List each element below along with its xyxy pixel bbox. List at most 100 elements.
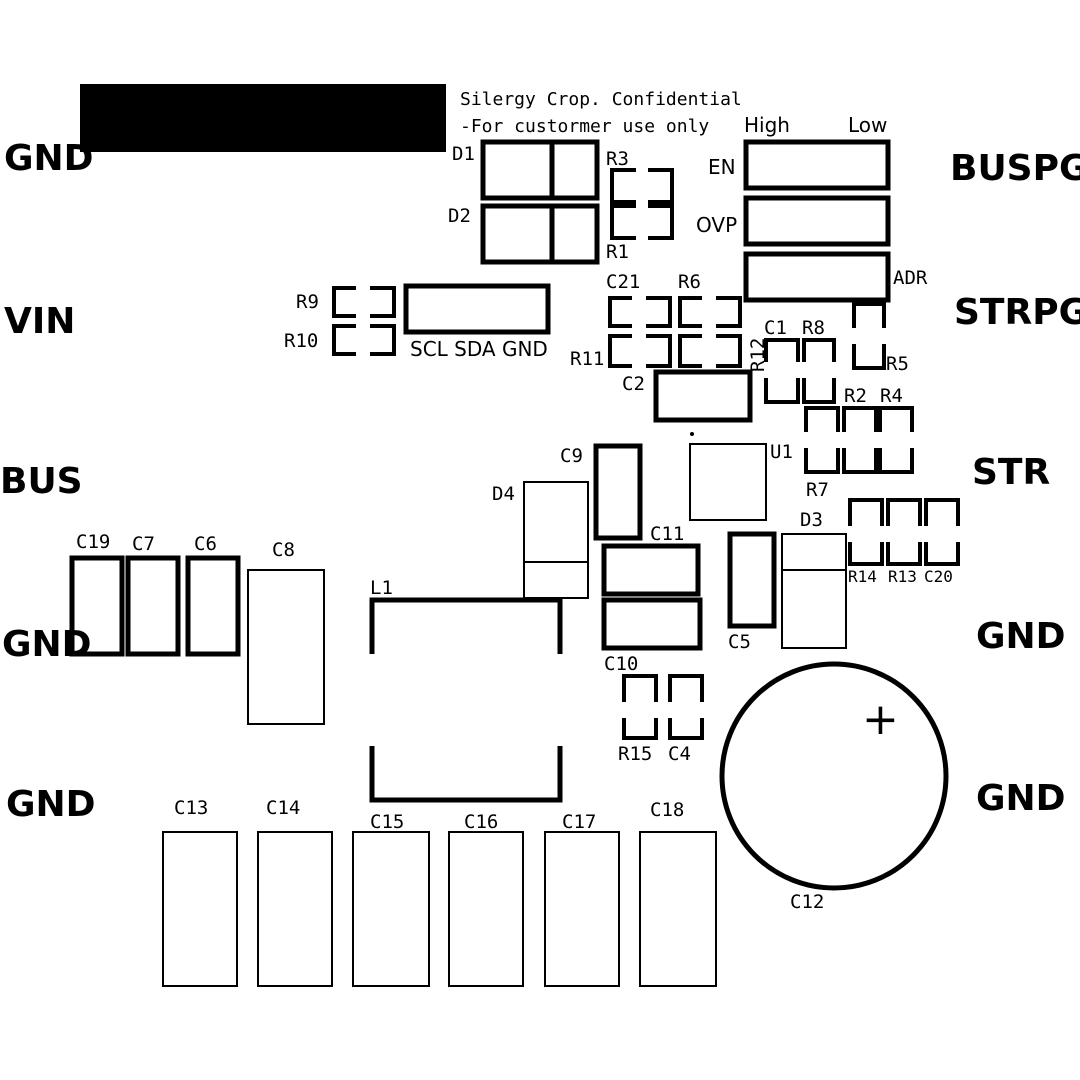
ref-c5: C5 — [728, 631, 751, 653]
jumper-ovp-label: OVP — [696, 213, 737, 237]
resistor-r1 — [610, 204, 674, 240]
terminal-gnd-left-2: GND — [2, 624, 92, 665]
resistor-r14 — [848, 498, 884, 566]
confidential-notice: Silergy Crop. Confidential — [460, 89, 742, 110]
ref-r9: R9 — [296, 291, 319, 313]
ref-r6: R6 — [678, 271, 701, 293]
jumper-ovp — [743, 195, 891, 247]
diode-d1 — [480, 139, 600, 201]
ref-r12: R12 — [747, 338, 769, 372]
resistor-r13 — [886, 498, 922, 566]
ref-d1: D1 — [452, 143, 475, 165]
jumper-en — [743, 139, 891, 191]
ref-r8: R8 — [802, 317, 825, 339]
capacitor-c16 — [448, 831, 524, 987]
jumper-adr — [743, 251, 891, 303]
terminal-gnd-left-3: GND — [6, 784, 96, 825]
terminal-bus: BUS — [0, 461, 83, 502]
resistor-r9 — [332, 286, 396, 318]
resistor-r7 — [804, 406, 840, 474]
ref-c15: C15 — [370, 811, 404, 833]
logo-block — [80, 84, 446, 152]
customer-notice: -For custormer use only — [460, 116, 709, 137]
ref-l1: L1 — [370, 577, 393, 599]
capacitor-c1 — [764, 338, 800, 404]
capacitor-c12 — [719, 661, 949, 891]
ref-r13: R13 — [888, 567, 917, 586]
capacitor-c18 — [639, 831, 717, 987]
terminal-gnd-right-1: GND — [976, 616, 1066, 657]
c12-plus-sign: + — [862, 694, 899, 745]
capacitor-c4 — [668, 674, 704, 740]
capacitor-c7 — [125, 555, 181, 657]
resistor-r6 — [678, 296, 742, 328]
ref-c19: C19 — [76, 531, 110, 553]
ref-c21: C21 — [606, 271, 640, 293]
capacitor-c19 — [69, 555, 125, 657]
jumper-low-label: Low — [848, 113, 887, 137]
terminal-gnd-left-1: GND — [4, 138, 94, 179]
ref-c6: C6 — [194, 533, 217, 555]
ref-c12: C12 — [790, 891, 824, 913]
ref-r10: R10 — [284, 330, 318, 352]
capacitor-c6 — [185, 555, 241, 657]
capacitor-c10 — [601, 597, 703, 651]
terminal-gnd-right-2: GND — [976, 778, 1066, 819]
ref-c14: C14 — [266, 797, 300, 819]
ref-r5: R5 — [886, 353, 909, 375]
ref-c1: C1 — [764, 317, 787, 339]
terminal-vin: VIN — [4, 301, 75, 342]
capacitor-c14 — [257, 831, 333, 987]
ref-c17: C17 — [562, 811, 596, 833]
ref-c4: C4 — [668, 743, 691, 765]
capacitor-c8 — [247, 569, 325, 725]
ref-d3: D3 — [800, 509, 823, 531]
resistor-r2 — [842, 406, 878, 474]
resistor-r5 — [852, 302, 886, 370]
resistor-r8 — [802, 338, 836, 404]
ref-u1: U1 — [770, 441, 793, 463]
diode-d2 — [480, 203, 600, 265]
diode-d4 — [523, 481, 589, 599]
resistor-r4 — [878, 406, 914, 474]
ref-c9: C9 — [560, 445, 583, 467]
ref-r3: R3 — [606, 148, 629, 170]
resistor-r3 — [610, 168, 674, 204]
ref-c18: C18 — [650, 799, 684, 821]
ref-c7: C7 — [132, 533, 155, 555]
ref-c20: C20 — [924, 567, 953, 586]
jumper-adr-label: ADR — [893, 267, 928, 289]
ref-d2: D2 — [448, 205, 471, 227]
capacitor-c21 — [608, 296, 672, 328]
ref-r7: R7 — [806, 479, 829, 501]
capacitor-c5 — [727, 531, 777, 629]
capacitor-c9 — [593, 443, 643, 541]
u1-pin1-dot — [690, 432, 694, 436]
ref-c8: C8 — [272, 539, 295, 561]
resistor-r10 — [332, 324, 396, 356]
capacitor-c13 — [162, 831, 238, 987]
terminal-buspg: BUSPG — [950, 148, 1080, 189]
ic-u1 — [689, 443, 767, 521]
ref-c13: C13 — [174, 797, 208, 819]
ref-r11: R11 — [570, 348, 604, 370]
resistor-r11 — [608, 334, 672, 368]
ref-r1: R1 — [606, 241, 629, 263]
resistor-r15 — [622, 674, 658, 740]
ref-r15: R15 — [618, 743, 652, 765]
ref-r4: R4 — [880, 385, 903, 407]
i2c-header-pins: SCL SDA GND — [410, 337, 548, 361]
resistor-r12 — [678, 334, 742, 368]
capacitor-c20 — [924, 498, 960, 566]
i2c-header — [403, 283, 551, 335]
ref-r14: R14 — [848, 567, 877, 586]
ref-c16: C16 — [464, 811, 498, 833]
capacitor-c11 — [601, 543, 701, 597]
jumper-en-label: EN — [708, 155, 736, 179]
ref-c10: C10 — [604, 653, 638, 675]
terminal-str: STR — [972, 452, 1050, 493]
capacitor-c17 — [544, 831, 620, 987]
diode-d3 — [781, 533, 847, 649]
ref-c2: C2 — [622, 373, 645, 395]
